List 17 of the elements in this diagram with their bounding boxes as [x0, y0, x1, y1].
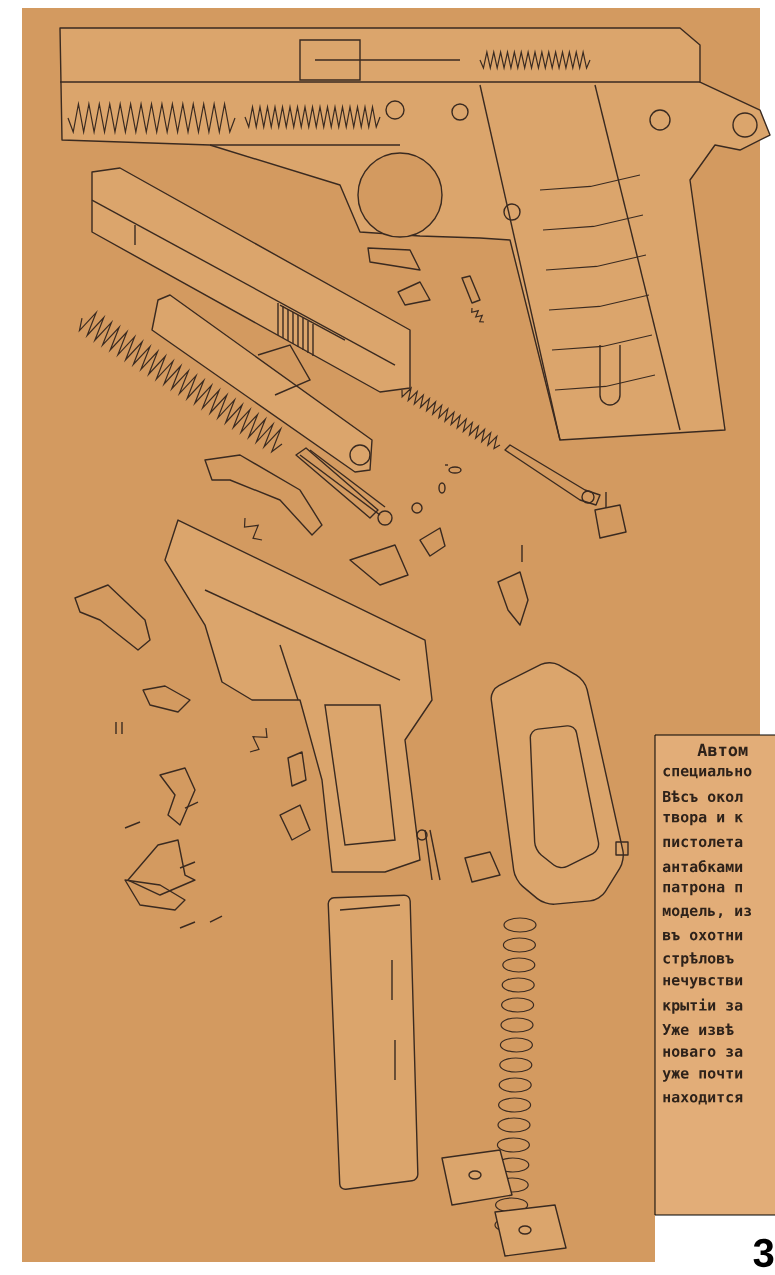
- text-line: Уже извѣ: [662, 1023, 734, 1036]
- heading: Автом: [697, 743, 748, 757]
- text-line: специально: [663, 767, 752, 779]
- text-line: Вѣсъ окол: [663, 790, 743, 803]
- text-line: пистолета: [663, 838, 743, 848]
- text-line: стрѣловъ: [663, 952, 734, 967]
- page-number: 3: [753, 1238, 774, 1268]
- text-line: патрона п: [663, 883, 742, 896]
- text-line: нечувстви: [663, 977, 743, 989]
- text-line: твора и к: [663, 813, 743, 826]
- text-line: находится: [663, 1094, 743, 1105]
- text-line: уже почти: [662, 1070, 743, 1082]
- text-line: крытіи за: [663, 998, 743, 1014]
- text-line: въ охотни: [663, 931, 743, 941]
- text-line: модель, из: [662, 907, 752, 919]
- text-line: антабками: [662, 860, 743, 873]
- text-line: новаго за: [663, 1048, 743, 1057]
